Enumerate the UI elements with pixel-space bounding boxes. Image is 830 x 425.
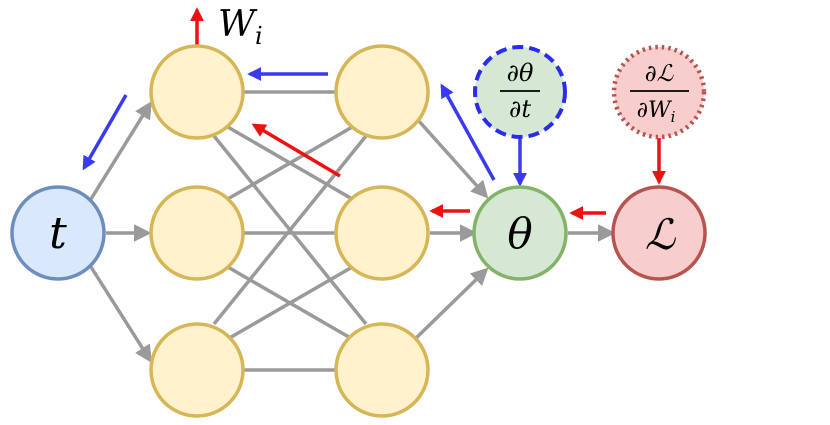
hidden-layer-1: [149, 44, 245, 418]
loss-label: ℒ: [645, 210, 676, 259]
edge-h13-h22: [225, 264, 355, 342]
hidden-node-2-3: [334, 322, 430, 418]
dtheta-numerator: ∂θ: [507, 59, 534, 87]
dL-denominator-main: ∂W: [637, 98, 673, 123]
dL-dW-node: [611, 44, 707, 140]
hidden-node-1-2: [149, 185, 245, 281]
theta-label: θ: [507, 209, 532, 258]
edges: [89, 90, 616, 372]
blue-arrow-to-input: [82, 94, 128, 171]
weight-label-main: W: [218, 4, 258, 45]
loss-node: [611, 185, 707, 281]
edge-t-h13: [89, 266, 152, 363]
edge-h13-h21: [212, 134, 368, 326]
hidden-node-2-1: [334, 44, 430, 140]
blue-arrows: [82, 67, 527, 187]
input-node: [10, 185, 106, 281]
hidden-node-1-3: [149, 322, 245, 418]
weight-label: Wi: [218, 4, 263, 50]
hidden-layer-2: [334, 44, 430, 418]
dtheta-dt-node: [473, 45, 567, 139]
edge-t-h11: [89, 101, 152, 200]
hidden-node-1-1: [149, 44, 245, 140]
blue-arrow-theta-h21: [440, 83, 496, 181]
red-arrows: [190, 7, 666, 220]
dL-numerator: ∂ℒ: [645, 61, 674, 87]
theta-node: [472, 185, 568, 281]
hidden-node-2-2: [334, 185, 430, 281]
edge-h21-theta: [416, 118, 489, 199]
edge-h23-theta: [412, 267, 489, 342]
dtheta-denominator: ∂t: [509, 95, 531, 123]
dL-denominator: ∂Wi: [637, 98, 676, 126]
weight-label-sub: i: [255, 22, 263, 50]
input-label: t: [49, 208, 67, 259]
dL-denominator-sub: i: [671, 108, 676, 126]
edge-h12-h21: [225, 124, 355, 202]
red-arrow-h22-h11: [251, 123, 341, 178]
